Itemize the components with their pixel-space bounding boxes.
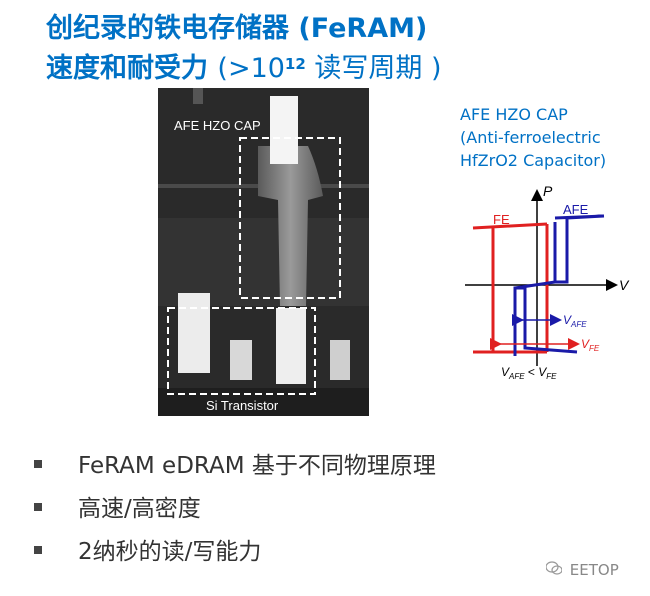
v-axis-label: V bbox=[619, 277, 630, 293]
substrate bbox=[158, 388, 369, 416]
bullet-marker bbox=[34, 546, 42, 554]
micrograph-cap-label: AFE HZO CAP bbox=[174, 118, 261, 133]
bullet-text: FeRAM eDRAM 基于不同物理原理 bbox=[78, 453, 436, 479]
v-fe-label: VFE bbox=[581, 337, 600, 353]
p-axis-label: P bbox=[543, 183, 553, 199]
cap-region-box bbox=[239, 137, 341, 299]
transistor-region-box bbox=[167, 307, 316, 395]
transistor-contact-mid bbox=[230, 340, 252, 380]
hysteresis-diagram: P V FE AFE VAFE VFE VAFE < VFE bbox=[459, 176, 637, 398]
caption-line2: (Anti-ferroelectric bbox=[460, 128, 601, 147]
watermark-text: EETOP bbox=[569, 561, 619, 579]
title-main: 速度和耐受力 bbox=[46, 53, 208, 84]
fe-label: FE bbox=[493, 212, 510, 227]
micrograph-transistor-label: Si Transistor bbox=[206, 398, 279, 413]
v-afe-label: VAFE bbox=[563, 313, 587, 329]
watermark: EETOP bbox=[545, 561, 619, 579]
capacitor-structure bbox=[258, 146, 323, 306]
micrograph-image bbox=[158, 88, 369, 416]
slide-title-line2: 速度和耐受力 (>1012 读写周期 ) bbox=[46, 49, 442, 84]
bullet-text: 2纳秒的读/写能力 bbox=[78, 539, 262, 565]
top-contact-bright bbox=[270, 96, 298, 164]
bullet-marker bbox=[34, 503, 42, 511]
comparison-label: VAFE < VFE bbox=[501, 365, 557, 381]
title-pre: (>10 bbox=[217, 53, 285, 84]
transistor-contact-left bbox=[178, 293, 210, 373]
title-post: 读写周期 ) bbox=[305, 53, 442, 84]
wechat-icon bbox=[545, 561, 563, 579]
afe-label: AFE bbox=[563, 202, 589, 217]
capacitor-caption: AFE HZO CAP (Anti-ferroelectric HfZrO2 C… bbox=[460, 103, 606, 172]
afe-loop bbox=[513, 214, 605, 356]
transistor-contact-right bbox=[276, 308, 306, 384]
dielectric-layer bbox=[158, 218, 369, 306]
top-via bbox=[193, 88, 203, 104]
tem-micrograph: AFE HZO CAP Si Transistor bbox=[158, 88, 369, 416]
fe-loop bbox=[472, 222, 549, 354]
bullet-text: 高速/高密度 bbox=[78, 496, 201, 522]
title-sup: 12 bbox=[284, 55, 306, 73]
hysteresis-svg: P V FE AFE VAFE VFE VAFE < VFE bbox=[465, 183, 630, 381]
transistor-contact-far bbox=[330, 340, 350, 380]
bullet-marker bbox=[34, 460, 42, 468]
slide-title-line1: 创纪录的铁电存储器 (FeRAM) bbox=[46, 13, 428, 44]
caption-line1: AFE HZO CAP bbox=[460, 105, 568, 124]
caption-line3: HfZrO2 Capacitor) bbox=[460, 151, 607, 170]
